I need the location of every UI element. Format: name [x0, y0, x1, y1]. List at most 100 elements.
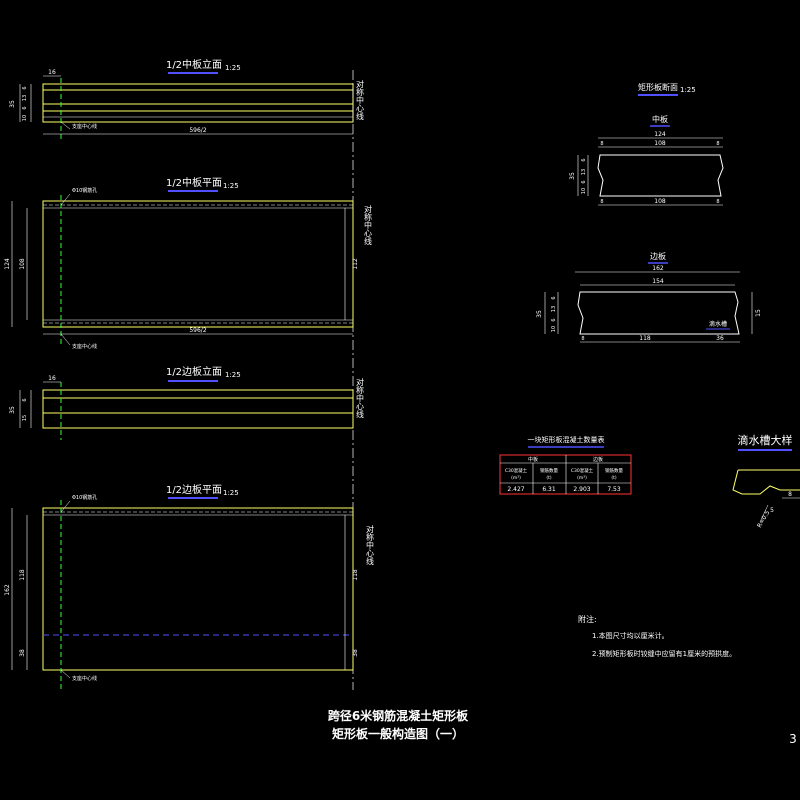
table-col-header: (m³): [511, 475, 521, 481]
edge-elevation-view: 1/2边板立面 1:25 35 15 6 16: [9, 365, 354, 440]
drip-detail-shape: [732, 469, 800, 495]
dim-label: 35: [9, 406, 16, 414]
dim-label: 10: [22, 115, 28, 121]
edge-plan-outline: [42, 507, 354, 671]
support-note: 支座中心线: [72, 675, 97, 682]
dim-label: 5: [770, 507, 774, 514]
mid-plan-view: 1/2中板平面 1:25 Φ10钢筋孔 124 108 112 596/2 支座…: [4, 176, 359, 350]
leader-line: [60, 193, 71, 206]
dim-label: 6: [22, 106, 28, 109]
dim-label: 6: [22, 86, 28, 89]
mid-elev-scale: 1:25: [225, 64, 241, 72]
dim-label: 6: [22, 398, 28, 401]
table-col-header: C30混凝土: [505, 467, 528, 474]
table-col-header: 钢筋数量: [540, 467, 558, 474]
dim-label: 6: [551, 318, 557, 321]
dim-label: 118: [19, 569, 26, 581]
table-col-header: (m³): [577, 475, 587, 481]
dim-label: 8: [600, 199, 603, 205]
dim-label: 8: [600, 141, 603, 147]
dim-label: 16: [48, 69, 56, 76]
edge-plan-scale: 1:25: [223, 489, 239, 497]
mid-slab-label: 中板: [652, 114, 668, 124]
dim-label: 118: [352, 569, 359, 581]
dim-label: 35: [536, 310, 543, 318]
dim-label: 35: [569, 172, 576, 180]
mid-elev-title: 1/2中板立面: [166, 58, 222, 71]
table-col-header: C30混凝土: [571, 467, 594, 474]
dim-label: 112: [352, 258, 359, 270]
table-cell: 2.903: [573, 486, 590, 493]
dim-label: 13: [22, 95, 28, 101]
dim-label: 6: [551, 296, 557, 299]
symmetry-label: 对称中心线: [356, 79, 365, 120]
leader-line: [60, 500, 71, 513]
rebar-hole-note: Φ10钢筋孔: [72, 187, 97, 194]
dim-label: 6: [581, 180, 587, 183]
dim-label: 124: [4, 258, 11, 270]
dim-label: 15: [755, 309, 762, 317]
note-item: 1.本图尺寸均以厘米计。: [592, 631, 669, 640]
dim-label: 13: [581, 169, 587, 175]
support-note: 支座中心线: [72, 343, 97, 350]
title-block: 跨径6米钢筋混凝土矩形板 矩形板一般构造图（一） 3: [328, 708, 797, 746]
edge-slab-label: 边板: [650, 251, 666, 261]
table-col-header: 钢筋数量: [605, 467, 623, 474]
notes-heading: 附注:: [578, 614, 597, 624]
drip-detail-view: 滴水槽大样 8 5 R=0.5: [732, 433, 800, 529]
dim-label: 8: [716, 199, 719, 205]
drip-groove-label: 滴水槽: [709, 320, 727, 328]
dim-label: 8: [788, 491, 792, 498]
section-scale: 1:25: [680, 86, 696, 94]
table-cell: 2.427: [507, 486, 524, 493]
leader-line: [60, 333, 71, 346]
dim-label: 118: [639, 335, 651, 342]
dim-label: 6: [581, 158, 587, 161]
dim-label: 8: [581, 336, 584, 342]
symmetry-label: 对称中心线: [356, 377, 365, 418]
quantity-table: 一块矩形板混凝土数量表 中板 边板 C30混凝土 (m³) 钢筋数量 (t) C…: [499, 435, 632, 495]
dim-label: 596/2: [189, 327, 206, 334]
drawing-title-line1: 跨径6米钢筋混凝土矩形板: [328, 708, 469, 723]
dim-label: 108: [19, 258, 26, 270]
edge-elev-outline: [42, 389, 354, 429]
dim-label: 10: [581, 188, 587, 194]
section-title: 矩形板断面: [638, 82, 678, 92]
dim-label: 108: [654, 198, 666, 205]
dim-label: 124: [654, 131, 666, 138]
dim-label: R=0.5: [756, 509, 772, 529]
edge-plan-title: 1/2边板平面: [166, 483, 222, 496]
symmetry-label: 对称中心线: [364, 204, 373, 245]
dim-label: 36: [716, 335, 724, 342]
edge-elev-title: 1/2边板立面: [166, 365, 222, 378]
rebar-hole-note: Φ10钢筋孔: [72, 494, 97, 501]
table-col-header: (t): [611, 475, 617, 481]
edge-slab-shape: [577, 291, 740, 335]
mid-plan-scale: 1:25: [223, 182, 239, 190]
dim-label: 162: [4, 584, 11, 596]
leader-line: [60, 669, 71, 679]
mid-elevation-view: 1/2中板立面 1:25 35 10 6 13 6 16 596/2 支座中心线: [9, 58, 354, 140]
table-frame: [499, 454, 632, 495]
section-view: 矩形板断面 1:25 中板 124 8 108 8 8 108 8 35 10 …: [536, 82, 762, 343]
dim-label: 35: [9, 100, 16, 108]
mid-slab-shape: [597, 154, 724, 197]
table-col-header: (t): [546, 475, 552, 481]
dim-label: 596/2: [189, 127, 206, 134]
drip-detail-title: 滴水槽大样: [738, 433, 793, 447]
table-title: 一块矩形板混凝土数量表: [528, 435, 605, 444]
dim-label: 38: [19, 649, 26, 657]
dim-label: 16: [48, 375, 56, 382]
leader-line: [60, 121, 71, 130]
support-note: 支座中心线: [72, 123, 97, 130]
table-group-header: 边板: [593, 456, 603, 463]
notes-block: 附注: 1.本图尺寸均以厘米计。 2.预制矩形板时铰缝中应留有1厘米的预拱度。: [578, 614, 736, 658]
page-number: 3: [789, 732, 797, 746]
dim-label: 15: [22, 415, 28, 421]
table-cell: 6.31: [542, 486, 556, 493]
dim-label: 154: [652, 278, 664, 285]
leader-line: [759, 504, 769, 523]
note-item: 2.预制矩形板时铰缝中应留有1厘米的预拱度。: [592, 649, 736, 658]
symmetry-axis-labels: 对称中心线 对称中心线 对称中心线 对称中心线: [356, 79, 375, 565]
